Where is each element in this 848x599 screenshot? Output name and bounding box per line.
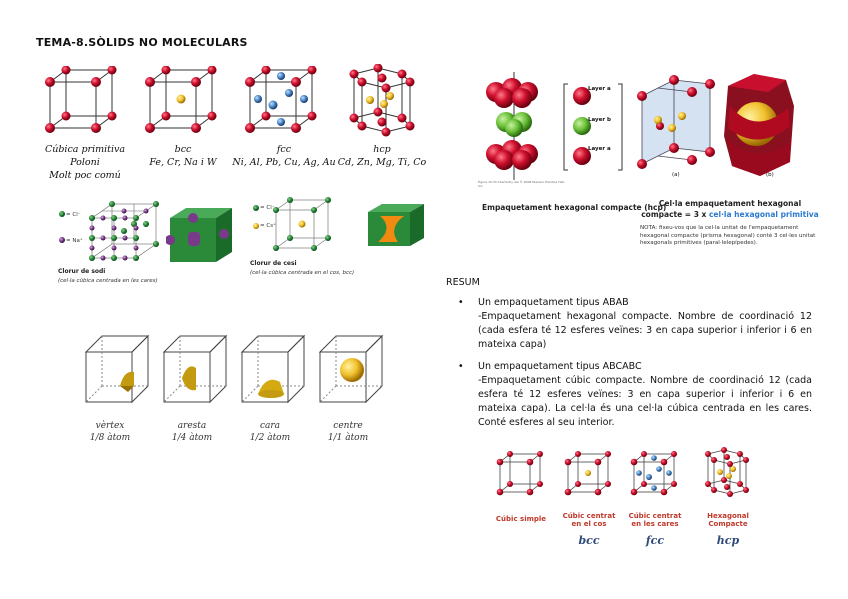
bottom-simple-cubic-diagram — [496, 450, 546, 498]
page-title: TEMA-8.SÒLIDS NO MOLECULARS — [36, 36, 248, 49]
position-label: centre — [322, 420, 374, 432]
bottom-abbr-fcc: fcc — [626, 534, 684, 547]
resum-item-title: Un empaquetament tipus ABCABC — [478, 360, 812, 374]
resum-item-body: -Empaquetament cúbic compacte. Nombre de… — [478, 374, 812, 430]
fcc-diagram — [244, 66, 320, 136]
cscl-caption: Clorur de cesi — [250, 260, 297, 267]
bottom-abbr-hcp: hcp — [700, 534, 756, 547]
figure-source: Figure 10.33 Chemistry 4/e © 2008 Pearso… — [478, 180, 568, 188]
cscl-space-filling-diagram — [364, 202, 430, 248]
nacl-caption: Clorur de sodi — [58, 268, 105, 275]
layer-label-b: Layer b — [588, 117, 611, 123]
hcp-right-caption-line1: Cel·la empaquetament hexagonal — [640, 198, 820, 209]
caption-bcc: bcc Fe, Cr, Na i W — [128, 143, 238, 169]
figure-label-a: (a) — [672, 172, 680, 178]
bottom-caption-hcp: Hexagonal Compacte — [700, 512, 756, 528]
resum-item-title: Un empaquetament tipus ABAB — [478, 296, 812, 310]
resum-item-body: -Empaquetament hexagonal compacte. Nombr… — [478, 310, 812, 352]
nacl-subcaption: (cel·la cúbica centrada en les cares) — [58, 278, 158, 285]
bullet-icon: • — [458, 296, 464, 310]
bottom-caption-fcc: Cúbic centrat en les cares — [626, 512, 684, 528]
bcc-diagram — [144, 66, 220, 136]
resum-heading: RESUM — [446, 277, 480, 288]
cell-name: hcp — [324, 143, 440, 156]
center-fraction-diagram — [318, 334, 386, 406]
cscl-legend-cs: = Cs⁺ — [260, 223, 276, 230]
bullet-icon: • — [458, 360, 464, 374]
face-fraction-diagram — [240, 334, 308, 406]
fraction-label: 1/4 àtom — [166, 432, 218, 444]
resum-list: • Un empaquetament tipus ABAB -Empaqueta… — [458, 296, 812, 438]
position-label: vèrtex — [84, 420, 136, 432]
cell-example: Cd, Zn, Mg, Ti, Co — [324, 156, 440, 169]
bottom-caption-bcc: Cúbic centrat en el cos — [560, 512, 618, 528]
caption-hcp: hcp Cd, Zn, Mg, Ti, Co — [324, 143, 440, 169]
caption-simple-cubic: Cúbica primitiva Poloni Molt poc comú — [30, 143, 140, 182]
cscl-subcaption: (cel·la cúbica centrada en el cos, bcc) — [250, 270, 354, 277]
edge-fraction-diagram — [162, 334, 230, 406]
resum-item-abab: • Un empaquetament tipus ABAB -Empaqueta… — [458, 296, 812, 352]
fraction-label: 1/1 àtom — [322, 432, 374, 444]
bottom-hcp-diagram — [700, 446, 754, 500]
cell-note: Molt poc comú — [30, 169, 140, 182]
bottom-caption-simple: Cúbic simple — [486, 515, 556, 523]
hcp-right-caption: Cel·la empaquetament hexagonal compacte … — [640, 198, 820, 220]
hcp-diagram — [340, 64, 418, 138]
nacl-lattice-diagram — [56, 200, 164, 262]
layer-label-a1: Layer a — [588, 86, 611, 92]
simple-cubic-diagram — [44, 66, 120, 136]
vertex-fraction-diagram — [84, 334, 152, 406]
cell-example: Fe, Cr, Na i W — [128, 156, 238, 169]
hcp-layers-figure — [478, 66, 808, 186]
hcp-right-caption-prefix: compacte = 3 x — [641, 210, 709, 219]
hcp-right-caption-highlight: cel·la hexagonal primitiva — [709, 210, 819, 219]
resum-item-abcabc: • Un empaquetament tipus ABCABC -Empaque… — [458, 360, 812, 430]
nacl-space-filling-diagram — [166, 204, 236, 264]
hcp-note: NOTA: fixeu-vos que la cel·la unitat de … — [640, 225, 820, 248]
position-label: aresta — [166, 420, 218, 432]
bottom-fcc-diagram — [630, 450, 682, 498]
figure-label-b: (b) — [766, 172, 774, 178]
cscl-legend-cl: = Cl⁻ — [260, 205, 275, 212]
hcp-left-caption: Empaquetament hexagonal compacte (hcp) — [482, 203, 666, 212]
bottom-abbr-bcc: bcc — [560, 534, 618, 547]
fraction-label: 1/2 àtom — [244, 432, 296, 444]
cell-name: Cúbica primitiva — [30, 143, 140, 156]
nacl-legend-cl: = Cl⁻ — [66, 212, 81, 219]
cell-example: Poloni — [30, 156, 140, 169]
position-label: cara — [244, 420, 296, 432]
nacl-legend-na: = Na⁺ — [66, 238, 83, 245]
layer-label-a2: Layer a — [588, 146, 611, 152]
bottom-bcc-diagram — [564, 450, 614, 498]
cell-name: bcc — [128, 143, 238, 156]
fraction-label: 1/8 àtom — [84, 432, 136, 444]
